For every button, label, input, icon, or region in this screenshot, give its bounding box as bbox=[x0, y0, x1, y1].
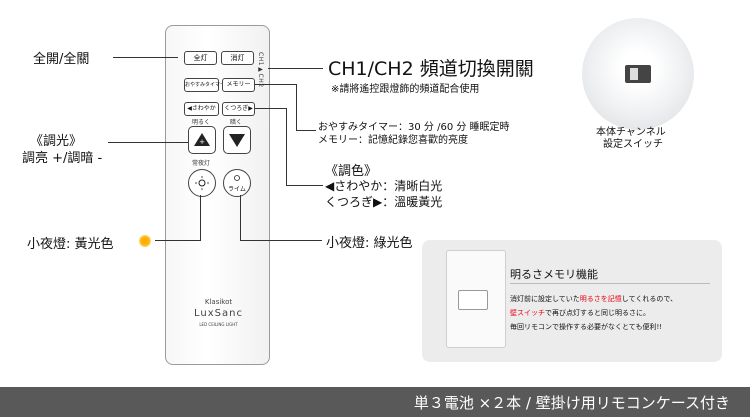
leader-yellow-h bbox=[155, 240, 200, 241]
leader-green-v bbox=[240, 195, 241, 241]
sleep-timer-button[interactable]: おやすみタイマー bbox=[184, 78, 225, 92]
leader-timer-h1 bbox=[255, 84, 296, 85]
lime-label: ライム bbox=[228, 186, 246, 193]
dim-desc: 調亮 +/調暗 - bbox=[22, 151, 103, 166]
photo-caption-1: 本体チャンネル bbox=[596, 127, 666, 138]
memory-feature-card: 明るさメモリ機能 消灯前に設定していた明るさを記憶してくれるので、 壁スイッチで… bbox=[422, 240, 722, 362]
all-on-off-label: 全開/全關 bbox=[33, 52, 90, 67]
memory-button[interactable]: メモリー bbox=[222, 78, 255, 92]
card-line3: 毎回リモコンで操作する必要がなくとても便利!! bbox=[510, 323, 663, 331]
svg-text:+: + bbox=[199, 138, 205, 146]
channel-switch-body bbox=[625, 65, 651, 83]
brand-sub: LED CEILING LIGHT bbox=[199, 322, 238, 327]
photo-caption-2: 設定スイッチ bbox=[603, 139, 663, 150]
leader-all bbox=[113, 57, 178, 58]
triangle-down-icon bbox=[229, 134, 245, 147]
bright-up-button[interactable]: + bbox=[188, 126, 216, 154]
leader-yellow-v bbox=[200, 195, 201, 241]
card-divider bbox=[510, 283, 710, 284]
leader-color-v bbox=[286, 108, 287, 185]
card-line2: 壁スイッチで再び点灯すると同じ明るさに。 bbox=[510, 309, 650, 317]
fresh-button[interactable]: ◀さわやか bbox=[184, 102, 219, 116]
channel-note: ※請將遙控跟燈飾的頻道配合使用 bbox=[331, 84, 480, 95]
brand-top: Klasikot bbox=[204, 298, 233, 306]
triangle-up-icon: + bbox=[194, 133, 210, 146]
channel-title: CH1/CH2 頻道切換開關 bbox=[328, 58, 534, 80]
night-green-label: 小夜燈: 綠光色 bbox=[326, 236, 413, 251]
color-line1: ◀さわやか：清晰白光 bbox=[325, 179, 443, 193]
sun-small-icon bbox=[234, 175, 240, 181]
night-light-button[interactable] bbox=[188, 169, 216, 197]
timer-line1: おやすみタイマー：30 分 /60 分 睡眠定時 bbox=[318, 122, 510, 133]
remote-control: 全灯 消灯 おやすみタイマー メモリー ◀さわやか くつろぎ▶ 明るく 暗く +… bbox=[165, 25, 270, 365]
leader-color-h2 bbox=[286, 185, 323, 186]
yellow-dot-icon bbox=[139, 235, 151, 247]
leader-green-h bbox=[240, 240, 322, 241]
sun-icon bbox=[195, 176, 209, 190]
footer-bar: 単３電池 ×２本 / 壁掛け用リモコンケース付き bbox=[0, 387, 750, 417]
card-line1: 消灯前に設定していた明るさを記憶してくれるので、 bbox=[510, 295, 678, 303]
footer-text: 単３電池 ×２本 / 壁掛け用リモコンケース付き bbox=[413, 394, 730, 412]
color-line2: くつろぎ▶：溫暖黃光 bbox=[325, 195, 443, 209]
relax-button[interactable]: くつろぎ▶ bbox=[222, 102, 255, 116]
channel-switch-knob bbox=[630, 68, 638, 80]
all-on-button[interactable]: 全灯 bbox=[184, 51, 217, 65]
dim-title: 《調光》 bbox=[30, 134, 83, 149]
leader-color-h1 bbox=[255, 108, 286, 109]
off-button[interactable]: 消灯 bbox=[221, 51, 254, 65]
wall-switch-toggle bbox=[458, 290, 488, 310]
card-title: 明るさメモリ機能 bbox=[510, 268, 598, 281]
channel-side-text: CH1▶CH2 bbox=[257, 52, 264, 88]
leader-timer-v bbox=[296, 84, 297, 130]
leader-timer-h2 bbox=[296, 130, 316, 131]
timer-line2: メモリー：記憶紀錄您喜歡的亮度 bbox=[318, 135, 468, 146]
lime-button[interactable]: ライム bbox=[223, 169, 251, 197]
color-title: 《調色》 bbox=[325, 164, 378, 179]
night-label: 常夜灯 bbox=[191, 160, 210, 167]
leader-channel bbox=[268, 68, 323, 69]
bright-label: 明るく bbox=[191, 119, 210, 126]
leader-dim bbox=[108, 142, 188, 143]
dark-down-button[interactable] bbox=[223, 126, 251, 154]
night-yellow-label: 小夜燈: 黃光色 bbox=[27, 237, 114, 252]
brand-name: LuxSanc bbox=[194, 308, 243, 319]
dark-label: 暗く bbox=[229, 119, 242, 126]
